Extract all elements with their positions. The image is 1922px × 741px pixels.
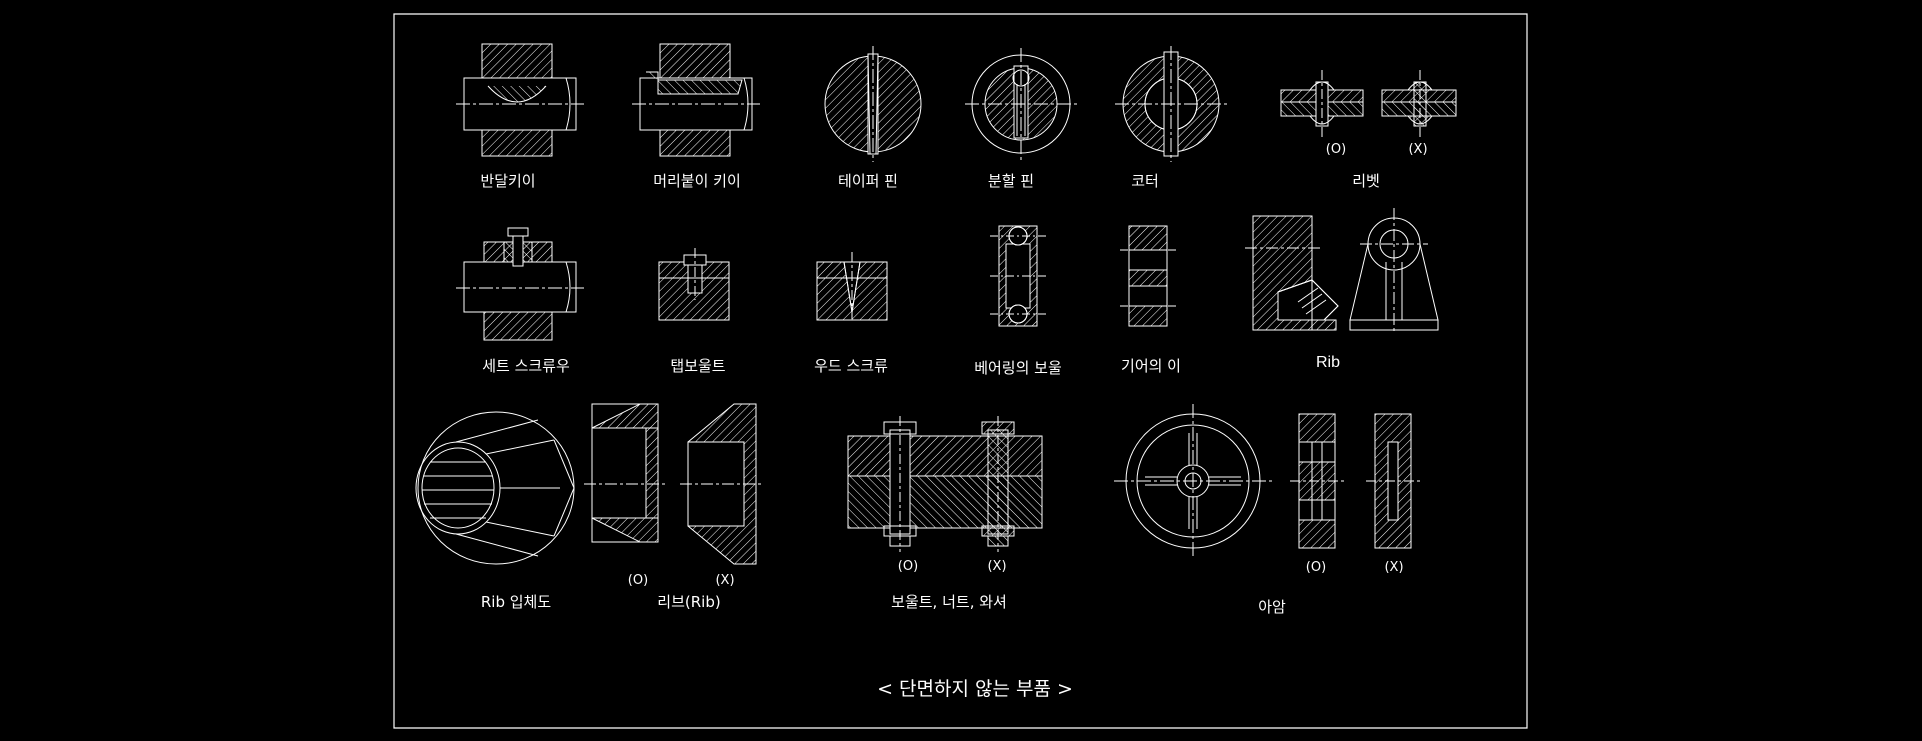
label-rib-3d: Rib 입체도 [480,593,552,611]
mark-rib-o: (O) [627,573,649,588]
half-key-drawing [456,44,584,156]
split-pin-drawing [965,48,1077,160]
bolt-nut-drawing [848,416,1042,552]
rib-section-drawing [584,404,764,564]
mark-rivet-o: (O) [1325,142,1347,157]
mark-arm-x: (X) [1384,560,1404,575]
label-gear-tooth: 기어의 이 [1121,357,1181,375]
arm-wheel-drawing [1114,404,1420,556]
bearing-ball-drawing [990,226,1046,326]
label-rib: Rib [1315,354,1341,371]
label-bearing-ball: 베어링의 보울 [974,359,1062,377]
page-title: < 단면하지 않는 부품 > [877,678,1073,700]
mark-rib-x: (X) [715,573,735,588]
head-key-drawing [632,44,760,156]
cotter-drawing [1115,46,1227,162]
label-split-pin: 분할 핀 [987,172,1035,190]
label-rib-section: 리브(Rib) [657,593,721,611]
mark-arm-o: (O) [1305,560,1327,575]
label-head-key: 머리붙이 키이 [653,172,741,190]
mark-bolt-o: (O) [897,559,919,574]
rivet-drawing [1281,70,1456,138]
label-tap-bolt: 탭보울트 [670,357,726,375]
set-screw-drawing [456,228,584,340]
mark-bolt-x: (X) [987,559,1007,574]
taper-pin-drawing [825,46,921,162]
label-set-screw: 세트 스크류우 [482,357,570,375]
label-bolt-nut: 보울트, 너트, 와셔 [891,593,1007,611]
label-cotter: 코터 [1131,172,1159,190]
wood-screw-drawing [817,252,887,320]
label-wood-screw: 우드 스크류 [814,357,888,375]
mark-rivet-x: (X) [1408,142,1428,157]
rib-3d-drawing [416,412,574,564]
gear-tooth-drawing [1120,226,1176,326]
label-half-key: 반달키이 [480,172,536,190]
label-arm: 아암 [1258,598,1286,616]
label-rivet: 리벳 [1352,172,1380,190]
tap-bolt-drawing [659,248,729,320]
sheet-border [394,14,1527,728]
rib-bracket-drawing [1245,208,1438,334]
label-taper-pin: 테이퍼 핀 [838,172,898,190]
